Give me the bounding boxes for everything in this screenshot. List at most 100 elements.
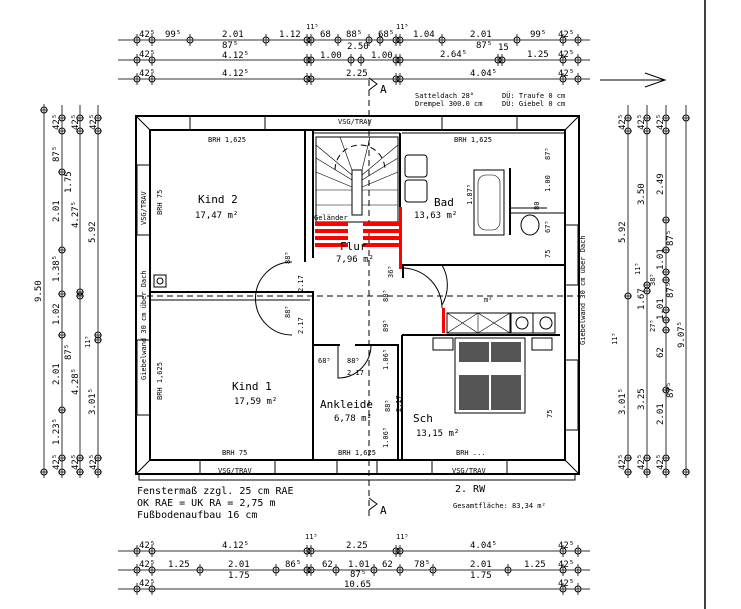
plan-labels: Satteldach 28°Drempel 300.0 cm DÜ: Traufe… bbox=[34, 23, 687, 590]
stair-hatch-highlight bbox=[315, 207, 445, 333]
dim-label: 42⁵ bbox=[637, 114, 647, 130]
dim-label: 42⁵ bbox=[637, 454, 647, 470]
dim-label: 42⁵ bbox=[558, 50, 574, 60]
direction-arrow-icon bbox=[600, 72, 667, 88]
window-type: VSG/TRAV bbox=[452, 467, 487, 475]
door-dimension: 2.17 bbox=[297, 275, 305, 292]
dimension: 67⁵ bbox=[544, 220, 552, 233]
dim-label: 42⁵ bbox=[656, 454, 666, 470]
dim-label: 2.01 bbox=[470, 560, 492, 570]
section-arrow-icon bbox=[368, 77, 378, 91]
dimension: 1.00 bbox=[544, 175, 552, 192]
dim-label: 11⁵ bbox=[84, 335, 92, 348]
dim-label: 42⁵ bbox=[139, 30, 155, 40]
dim-label: 1.75 bbox=[470, 571, 492, 581]
interior-walls bbox=[137, 80, 578, 520]
dim-label: 62 bbox=[382, 560, 393, 570]
dimension: 75 bbox=[544, 250, 552, 258]
dimension: 68⁵ bbox=[318, 357, 331, 365]
dim-label: 1.25 bbox=[524, 560, 546, 570]
dimension: 80 bbox=[533, 202, 541, 210]
sill-height: BRH 1,625 bbox=[454, 136, 492, 144]
dim-label: 11⁵ bbox=[611, 332, 619, 345]
room-area: 7,96 m² bbox=[336, 255, 374, 265]
dim-label: 87⁵ bbox=[64, 344, 74, 360]
dimension: 2.17 bbox=[347, 369, 364, 377]
dimension: 75 bbox=[546, 410, 554, 418]
dim-label: 1.75 bbox=[228, 571, 250, 581]
dim-label: 4.28⁵ bbox=[71, 368, 81, 395]
dim-label: 99⁵ bbox=[165, 30, 181, 40]
dim-label: 1.25 bbox=[527, 50, 549, 60]
dimension: 1.87⁵ bbox=[466, 184, 474, 205]
dim-label: 1.23⁵ bbox=[52, 418, 62, 445]
dim-label: 42⁵ bbox=[656, 114, 666, 130]
dim-label: 2.50 bbox=[347, 42, 369, 52]
dim-label: 1.25 bbox=[168, 560, 190, 570]
room-area: 17,59 m² bbox=[234, 397, 277, 407]
dimension: 36⁵ bbox=[387, 265, 395, 278]
floor-build-up-note: Fußbodenaufbau 16 cm bbox=[137, 510, 257, 521]
dim-label: 5.92 bbox=[88, 221, 98, 243]
dim-label: 87⁵ bbox=[666, 230, 676, 246]
dim-label: 11⁵ bbox=[396, 533, 409, 541]
section-marker-top: A bbox=[380, 83, 387, 96]
window-height-note: OK RAE = UK RA = 2,75 m bbox=[137, 498, 275, 509]
dim-label: 3.01⁵ bbox=[618, 388, 628, 415]
gable-wall-note: Giebelwand 30 cm über Dach bbox=[579, 235, 587, 345]
dim-label: 99⁵ bbox=[530, 30, 546, 40]
window-type: VSG/TRAV bbox=[218, 467, 253, 475]
dim-label: 1.67 bbox=[637, 288, 647, 310]
dim-label: 87⁵ bbox=[666, 382, 676, 398]
dimension: 88⁵ bbox=[384, 399, 392, 412]
sill-height: BRH 75 bbox=[222, 449, 247, 457]
dim-label: 1.01 bbox=[656, 248, 666, 270]
gable-note: DÜ: Giebel 0 cm bbox=[502, 99, 565, 108]
dimension: 89⁵ bbox=[382, 319, 390, 332]
dim-label: 3.01⁵ bbox=[88, 388, 98, 415]
dim-label: 42⁵ bbox=[558, 30, 574, 40]
dim-label: 1.75 bbox=[64, 171, 74, 193]
wardrobe-units bbox=[446, 312, 556, 334]
dimension: 1.06⁵ bbox=[382, 349, 390, 370]
dim-label: 42⁵ bbox=[139, 560, 155, 570]
dim-label: 11⁵ bbox=[305, 533, 318, 541]
dim-label: 87⁵ bbox=[52, 146, 62, 162]
room-area: 6,78 m² bbox=[334, 414, 372, 424]
dim-label: 1.02 bbox=[52, 303, 62, 325]
dim-label: 68 bbox=[320, 30, 331, 40]
section-marker-bottom: A bbox=[380, 504, 387, 517]
room-name: Kind 2 bbox=[198, 193, 238, 206]
room-name: Flur bbox=[340, 240, 367, 253]
dim-label: 42⁵ bbox=[558, 541, 574, 551]
sill-height: BRH 75 bbox=[156, 190, 164, 215]
dim-label: 11⁵ bbox=[396, 23, 409, 31]
dim-label: 27⁵ bbox=[649, 319, 657, 332]
knee-wall-note: Drempel 300.0 cm bbox=[415, 100, 482, 108]
sill-height: BRH ... bbox=[456, 449, 486, 457]
dim-label: 4.12⁵ bbox=[222, 541, 249, 551]
dim-label: 4.04⁵ bbox=[470, 69, 497, 79]
room-name: Bad bbox=[434, 196, 454, 209]
room-area: 13,15 m² bbox=[416, 429, 459, 439]
dim-label: 87⁵ bbox=[350, 570, 366, 580]
eave-note: DÜ: Traufe 0 cm bbox=[502, 91, 565, 100]
dim-label: 42⁵ bbox=[71, 114, 81, 130]
dim-label: 9.50 bbox=[34, 280, 44, 302]
window-type: VSG/TRAV bbox=[338, 118, 373, 126]
dim-label: 42⁵ bbox=[558, 69, 574, 79]
dim-label: 4.04⁵ bbox=[470, 541, 497, 551]
door-swings bbox=[255, 261, 448, 379]
roof-note: Satteldach 28° bbox=[415, 92, 474, 100]
dim-label: 87⁵ bbox=[476, 41, 492, 51]
dim-label: 42⁵ bbox=[89, 454, 99, 470]
dim-label: 2.25 bbox=[346, 541, 368, 551]
dim-label: 78⁵ bbox=[414, 560, 430, 570]
dim-label: 2.25 bbox=[346, 69, 368, 79]
dim-label: 42⁵ bbox=[558, 579, 574, 589]
dim-label: 2.01 bbox=[656, 403, 666, 425]
room-area: 17,47 m² bbox=[195, 211, 238, 221]
room-area: 13,63 m² bbox=[414, 211, 457, 221]
dimension: 87⁵ bbox=[544, 147, 552, 160]
